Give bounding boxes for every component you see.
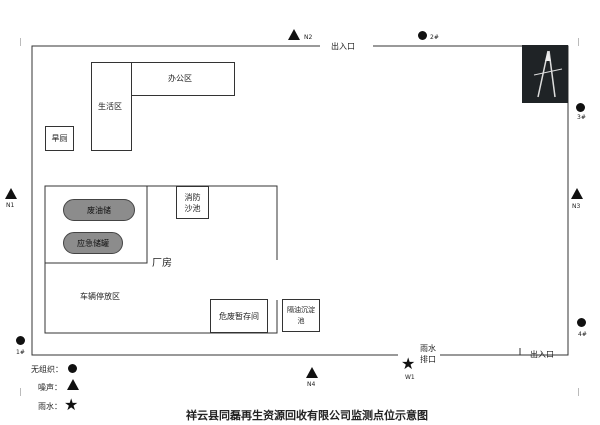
vehicle-area-label: 车辆停放区 <box>80 292 120 301</box>
dry-toilet: 旱厕 <box>45 126 74 151</box>
living-label: 生活区 <box>98 102 122 111</box>
rain-point-w1-label: W1 <box>405 374 415 381</box>
rain-outlet-label: 雨水排口 <box>420 344 436 364</box>
compass-icon <box>522 45 568 103</box>
air-point-4-label: 4# <box>578 331 587 338</box>
legend-rain-label: 雨水： <box>38 402 62 411</box>
office-label: 办公区 <box>168 74 192 83</box>
noise-point-n3-icon <box>571 188 583 199</box>
corner-mark <box>20 38 21 46</box>
air-point-2-icon <box>418 31 427 40</box>
air-point-1-icon <box>16 336 25 345</box>
office-area: 办公区 <box>131 62 235 96</box>
emergency-tank-label: 应急储罐 <box>77 238 109 248</box>
noise-point-n2-label: N2 <box>304 34 313 41</box>
living-area: 生活区 <box>91 62 132 151</box>
emergency-tank: 应急储罐 <box>63 232 123 254</box>
noise-point-n1-icon <box>5 188 17 199</box>
corner-mark <box>578 38 579 46</box>
waste-oil-tank: 废油储 <box>63 199 135 221</box>
oil-separator-pool: 隔油沉淀池 <box>282 299 320 332</box>
noise-point-n3-label: N3 <box>572 203 581 210</box>
factory-label: 厂房 <box>152 258 172 269</box>
toilet-label: 旱厕 <box>51 134 68 143</box>
noise-point-n4-label: N4 <box>307 381 316 388</box>
hazard-storage-label: 危废暂存间 <box>219 311 259 321</box>
legend-noise-label: 噪声： <box>38 383 62 392</box>
hazardous-waste-storage: 危废暂存间 <box>210 299 268 333</box>
noise-point-n4-icon <box>306 367 318 378</box>
entrance-bottom-label: 出入口 <box>530 350 554 359</box>
air-point-4-icon <box>577 318 586 327</box>
fire-sand-pool: 消防沙池 <box>176 186 209 219</box>
noise-point-n1-label: N1 <box>6 202 15 209</box>
fire-pool-label: 消防沙池 <box>184 192 201 213</box>
legend-rain-icon: ★ <box>64 395 79 414</box>
air-point-3-icon <box>576 103 585 112</box>
corner-mark <box>578 388 579 396</box>
rain-point-w1-icon: ★ <box>401 354 416 373</box>
corner-mark <box>20 388 21 396</box>
legend-noise-icon <box>67 379 79 390</box>
waste-oil-label: 废油储 <box>87 205 111 215</box>
noise-point-n2-icon <box>288 29 300 40</box>
diagram-title: 祥云县同磊再生资源回收有限公司监测点位示意图 <box>186 409 428 422</box>
oil-separator-label: 隔油沉淀池 <box>287 305 315 325</box>
air-point-2-label: 2# <box>430 34 439 41</box>
entrance-top-label: 出入口 <box>331 42 355 51</box>
air-point-1-label: 1# <box>16 349 25 356</box>
legend-unorganized-label: 无组织： <box>31 365 63 374</box>
air-point-3-label: 3# <box>577 114 586 121</box>
legend-unorganized-icon <box>68 364 77 373</box>
